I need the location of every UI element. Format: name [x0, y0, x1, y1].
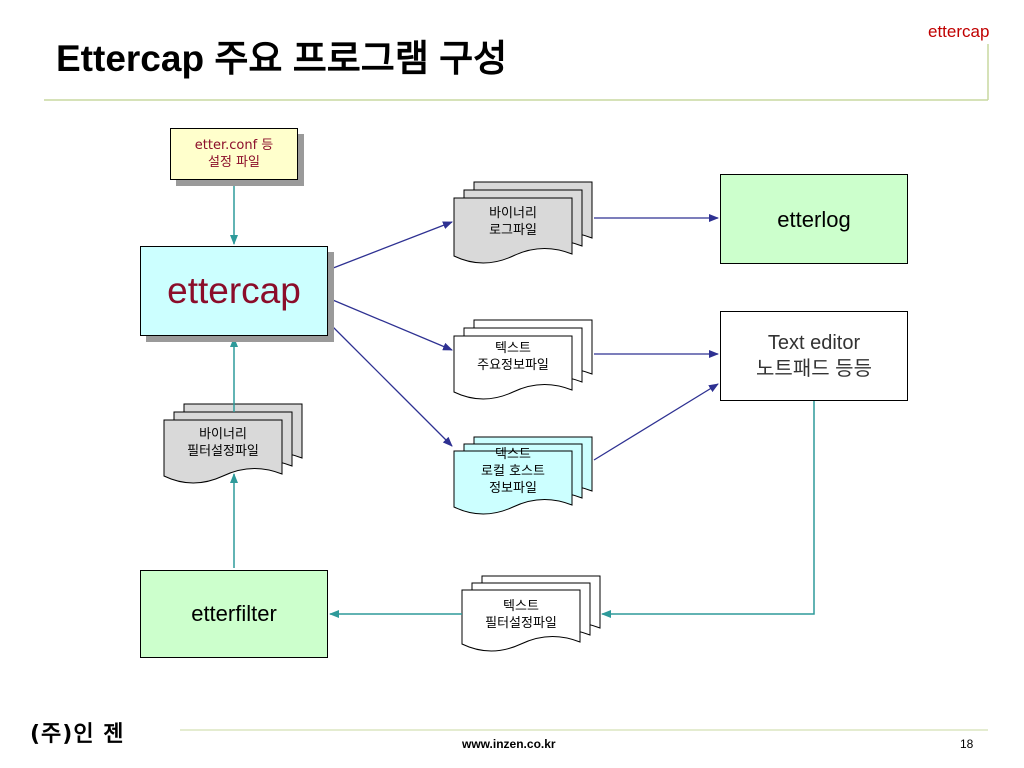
config-file-label: etter.conf 등 설정 파일: [194, 138, 274, 170]
filter-binary-label: 바이너리 필터설정파일: [187, 427, 259, 459]
arrow-localhost-to-editor: [593, 383, 719, 461]
corner-label: ettercap: [928, 22, 990, 41]
doc-binary-log: [453, 181, 593, 264]
page-number: 18: [960, 737, 974, 751]
text-info-label: 텍스트 주요정보파일: [477, 341, 549, 373]
doc-text-info: [453, 319, 593, 400]
doc-text-filter: [461, 575, 601, 652]
etterfilter-box: etterfilter: [140, 570, 328, 658]
ettercap-label: ettercap: [167, 270, 301, 311]
doc-filter-binary: [163, 403, 303, 484]
etterlog-label: etterlog: [777, 207, 851, 232]
doc-text-localhost: [453, 436, 593, 515]
ettercap-box: ettercap: [140, 246, 328, 336]
footer-url: www.inzen.co.kr: [462, 737, 556, 751]
etterlog-box: etterlog: [720, 174, 908, 264]
config-file-box: etter.conf 등 설정 파일: [170, 128, 298, 180]
text-localhost-label: 텍스트 로컬 호스트 정보파일: [481, 447, 545, 496]
text-editor-label: Text editor 노트패드 등등: [756, 332, 872, 380]
arrow-ettercap-to-binlog: [327, 221, 453, 271]
arrow-ettercap-to-textinfo: [327, 297, 453, 351]
page-title: Ettercap 주요 프로그램 구성: [56, 38, 508, 79]
arrow-editor-to-textfilter: [601, 400, 815, 618]
binary-log-label: 바이너리 로그파일: [489, 206, 537, 238]
text-filter-label: 텍스트 필터설정파일: [485, 599, 557, 631]
arrow-ettercap-to-localhost: [327, 321, 453, 447]
company-logo: (주)인 젠: [30, 722, 125, 747]
etterfilter-label: etterfilter: [191, 601, 277, 626]
text-editor-box: Text editor 노트패드 등등: [720, 311, 908, 401]
